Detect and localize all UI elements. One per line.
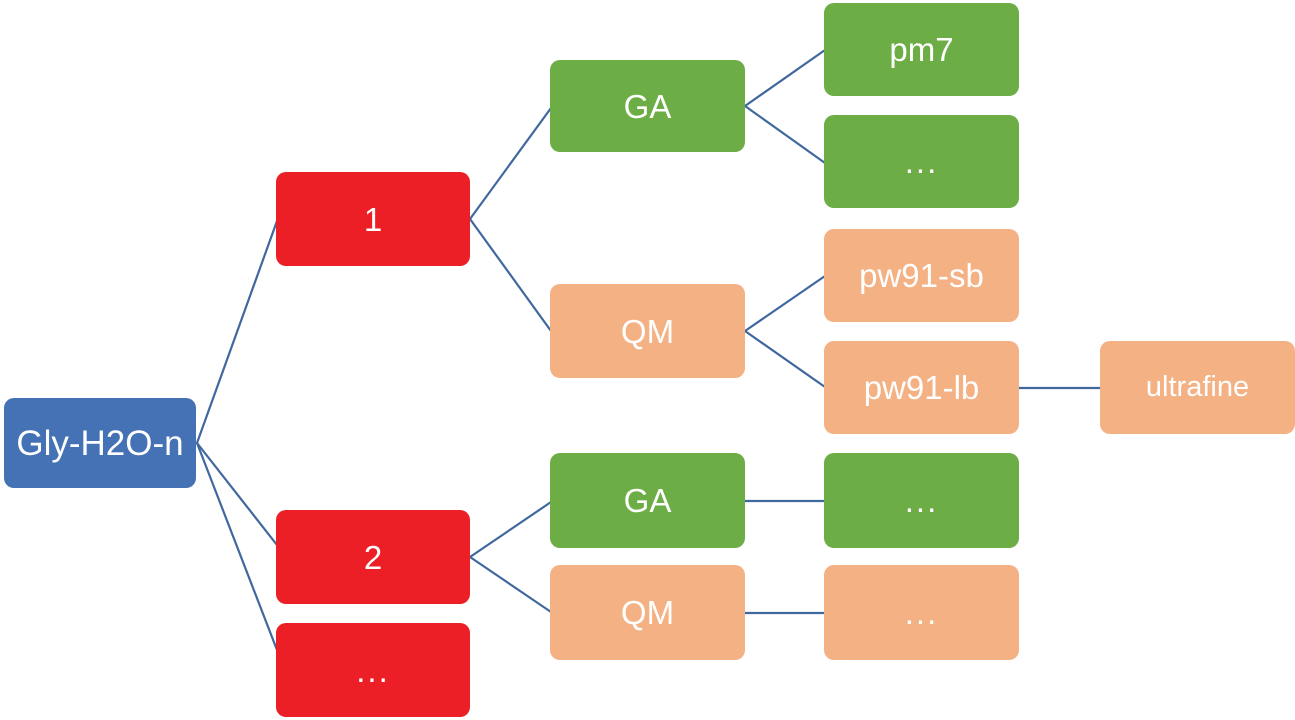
node-pw91-sb-label: pw91-sb	[859, 257, 984, 294]
node-cluster-2-label: 2	[363, 538, 383, 576]
node-ga-1-more[interactable]: ...	[824, 115, 1019, 208]
node-ga-2-more-label: ...	[904, 482, 939, 519]
edge-qm1-to-pw91-lb	[743, 329, 827, 389]
edge-root-to-cluster-more	[195, 441, 279, 652]
node-pm7-label: pm7	[889, 31, 954, 68]
node-ga-2-label: GA	[623, 482, 672, 519]
edge-ga1-to-pm7	[743, 48, 827, 108]
edge-cluster1-to-qm1	[468, 217, 553, 333]
node-cluster-more[interactable]: ...	[276, 623, 470, 717]
node-qm-2-more[interactable]: ...	[824, 565, 1019, 660]
edge-ga1-to-ga1-more	[743, 104, 827, 165]
node-ga-1[interactable]: GA	[550, 60, 745, 152]
edge-root-to-cluster2	[195, 441, 279, 547]
node-cluster-1[interactable]: 1	[276, 172, 470, 266]
node-qm-1-label: QM	[620, 312, 675, 350]
node-pw91-lb[interactable]: pw91-lb	[824, 341, 1019, 434]
node-qm-2-more-label: ...	[904, 594, 939, 631]
node-cluster-more-label: ...	[356, 651, 390, 689]
edge-cluster2-to-ga2	[468, 500, 553, 559]
edge-cluster1-to-ga1	[468, 106, 553, 221]
node-ga-1-more-label: ...	[904, 143, 939, 180]
node-ultrafine[interactable]: ultrafine	[1100, 341, 1295, 434]
node-cluster-2[interactable]: 2	[276, 510, 470, 604]
node-ga-2-more[interactable]: ...	[824, 453, 1019, 548]
node-qm-2[interactable]: QM	[550, 565, 745, 660]
edge-qm1-to-pw91-sb	[743, 274, 827, 333]
node-cluster-1-label: 1	[363, 200, 383, 238]
node-ga-1-label: GA	[623, 87, 672, 125]
node-ga-2[interactable]: GA	[550, 453, 745, 548]
node-root[interactable]: Gly-H2O-n	[4, 398, 196, 488]
node-root-label: Gly-H2O-n	[16, 423, 184, 463]
edge-cluster2-to-qm2	[468, 555, 553, 614]
node-pw91-lb-label: pw91-lb	[863, 369, 980, 406]
edge-root-to-cluster1	[195, 219, 279, 445]
node-pm7[interactable]: pm7	[824, 3, 1019, 96]
node-ultrafine-label: ultrafine	[1145, 371, 1250, 403]
node-qm-2-label: QM	[620, 594, 675, 631]
node-pw91-sb[interactable]: pw91-sb	[824, 229, 1019, 322]
node-qm-1[interactable]: QM	[550, 284, 745, 378]
